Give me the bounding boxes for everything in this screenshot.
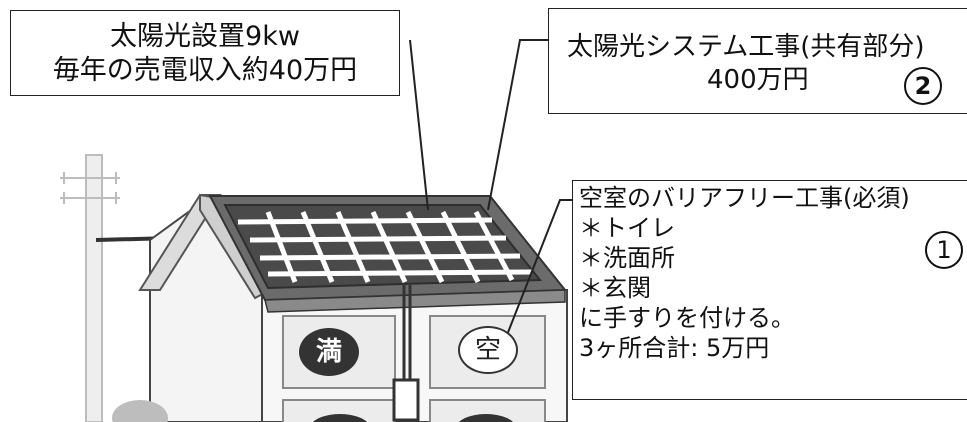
barrier-free-item-washroom: ＊洗面所 <box>579 244 675 272</box>
utility-pole <box>60 154 120 422</box>
barrier-free-callout: 空室のバリアフリー工事(必須) ＊トイレ ＊洗面所 ＊玄関 に手すりを付ける。 … <box>572 180 967 400</box>
lower-unit-mark-right <box>458 414 514 422</box>
lower-unit-mark-left <box>312 414 368 422</box>
solar-panel-grid <box>237 210 533 284</box>
callout-leaders <box>409 39 572 341</box>
barrier-free-item-toilet: ＊トイレ <box>579 214 675 242</box>
barrier-free-title: 空室のバリアフリー工事(必須) <box>579 184 910 212</box>
solar-system-title: 太陽光システム工事(共有部分) <box>567 32 925 62</box>
shrub <box>112 400 168 422</box>
solar-install-capacity: 太陽光設置9kw <box>110 21 300 52</box>
step-badge-2: 2 <box>904 67 942 105</box>
vacant-unit-badge: 空 <box>458 326 518 374</box>
barrier-free-note: に手すりを付ける。 <box>579 304 795 332</box>
solar-panel-array <box>223 204 543 290</box>
conduit <box>392 285 420 422</box>
barrier-free-item-entrance: ＊玄関 <box>579 274 651 302</box>
solar-install-income: 毎年の売電収入約40万円 <box>52 55 358 86</box>
occupied-unit-badge: 満 <box>299 328 359 376</box>
barrier-free-total: 3ヶ所合計: 5万円 <box>579 334 770 362</box>
solar-install-callout: 太陽光設置9kw 毎年の売電収入約40万円 <box>10 10 400 96</box>
step-badge-1: 1 <box>925 231 963 269</box>
solar-system-cost: 400万円 <box>707 65 809 95</box>
solar-system-callout: 太陽光システム工事(共有部分) 400万円 2 <box>548 8 967 114</box>
